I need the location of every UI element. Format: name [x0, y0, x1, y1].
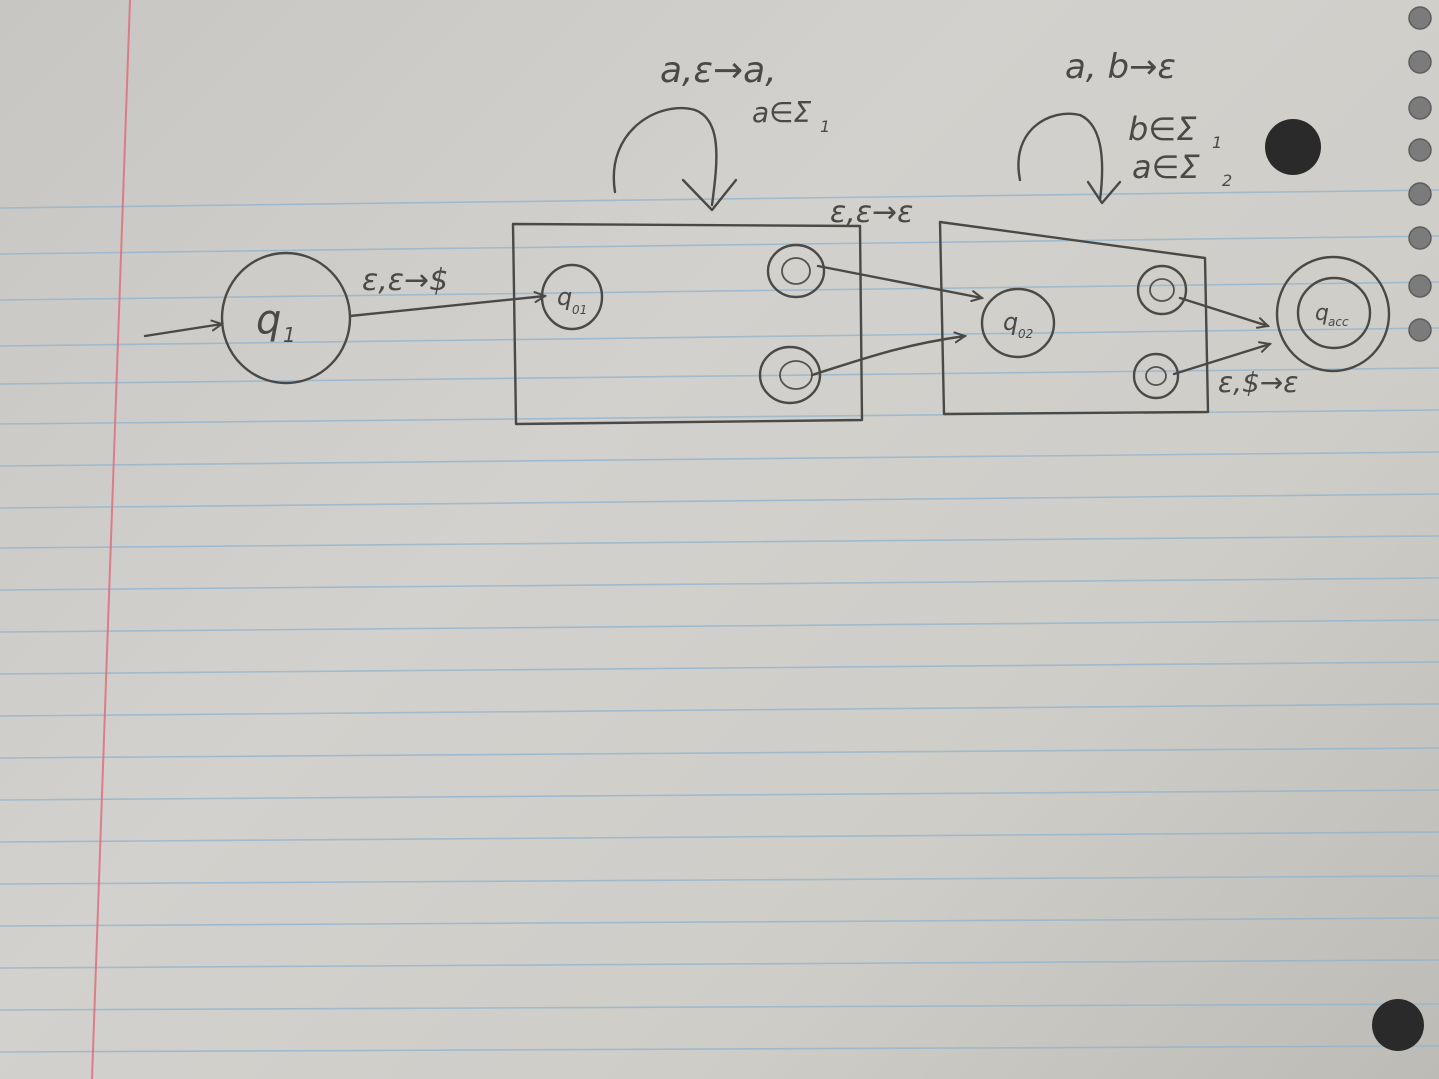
label-loop2-line2-sub: 1 — [1212, 133, 1222, 152]
machine-box-1 — [511, 222, 864, 426]
loop-box-2-arrowhead — [1086, 180, 1122, 205]
label-loop2-line1: a, b→ε — [1065, 47, 1176, 87]
state-q01-label: q — [557, 283, 572, 311]
state-q01-sub: 01 — [572, 303, 587, 317]
edge-q1-to-q01 — [348, 291, 548, 318]
box1-accept-state-top — [766, 243, 826, 299]
label-loop1-line2: a∈Σ — [752, 96, 812, 129]
margin-line — [91, 0, 131, 1079]
state-qacc-sub: acc — [1328, 315, 1349, 329]
state-q01: q 01 — [540, 263, 604, 331]
ruled-lines — [0, 189, 1439, 1053]
label-between-boxes: ε,ε→ε — [830, 195, 913, 230]
label-start-push: ε,ε→$ — [362, 263, 448, 298]
loop-box-1-arrowhead — [681, 178, 738, 212]
state-q1: q 1 — [220, 251, 352, 385]
label-loop2-line3-sub: 2 — [1222, 171, 1232, 190]
state-q02-sub: 02 — [1018, 327, 1033, 341]
state-q02: q 02 — [980, 287, 1056, 359]
edge-box2-bottom-to-qacc — [1172, 341, 1273, 376]
label-loop2-line2: b∈Σ — [1128, 110, 1197, 148]
loop-box-1 — [612, 106, 718, 207]
state-q1-label: q — [256, 297, 281, 343]
label-loop1-line2-sub: 1 — [820, 117, 830, 136]
label-pop-accept: ε,$→ε — [1218, 366, 1298, 399]
edge-box1-top-to-q02 — [816, 264, 985, 302]
state-q1-sub: 1 — [283, 323, 296, 347]
state-q02-label: q — [1003, 308, 1018, 336]
loop-box-2 — [1017, 112, 1104, 202]
start-arrow — [143, 319, 225, 338]
state-qacc: q acc — [1275, 255, 1391, 373]
label-loop1-line1: a,ε→a, — [660, 50, 777, 91]
state-qacc-label: q — [1315, 301, 1329, 326]
edge-box2-top-to-qacc — [1178, 296, 1271, 329]
label-loop2-line3: a∈Σ — [1132, 148, 1200, 186]
box2-accept-state-bottom — [1132, 352, 1180, 400]
spiral-binding — [1265, 6, 1432, 1051]
box2-accept-state-top — [1136, 264, 1188, 316]
machine-box-2 — [938, 220, 1210, 416]
